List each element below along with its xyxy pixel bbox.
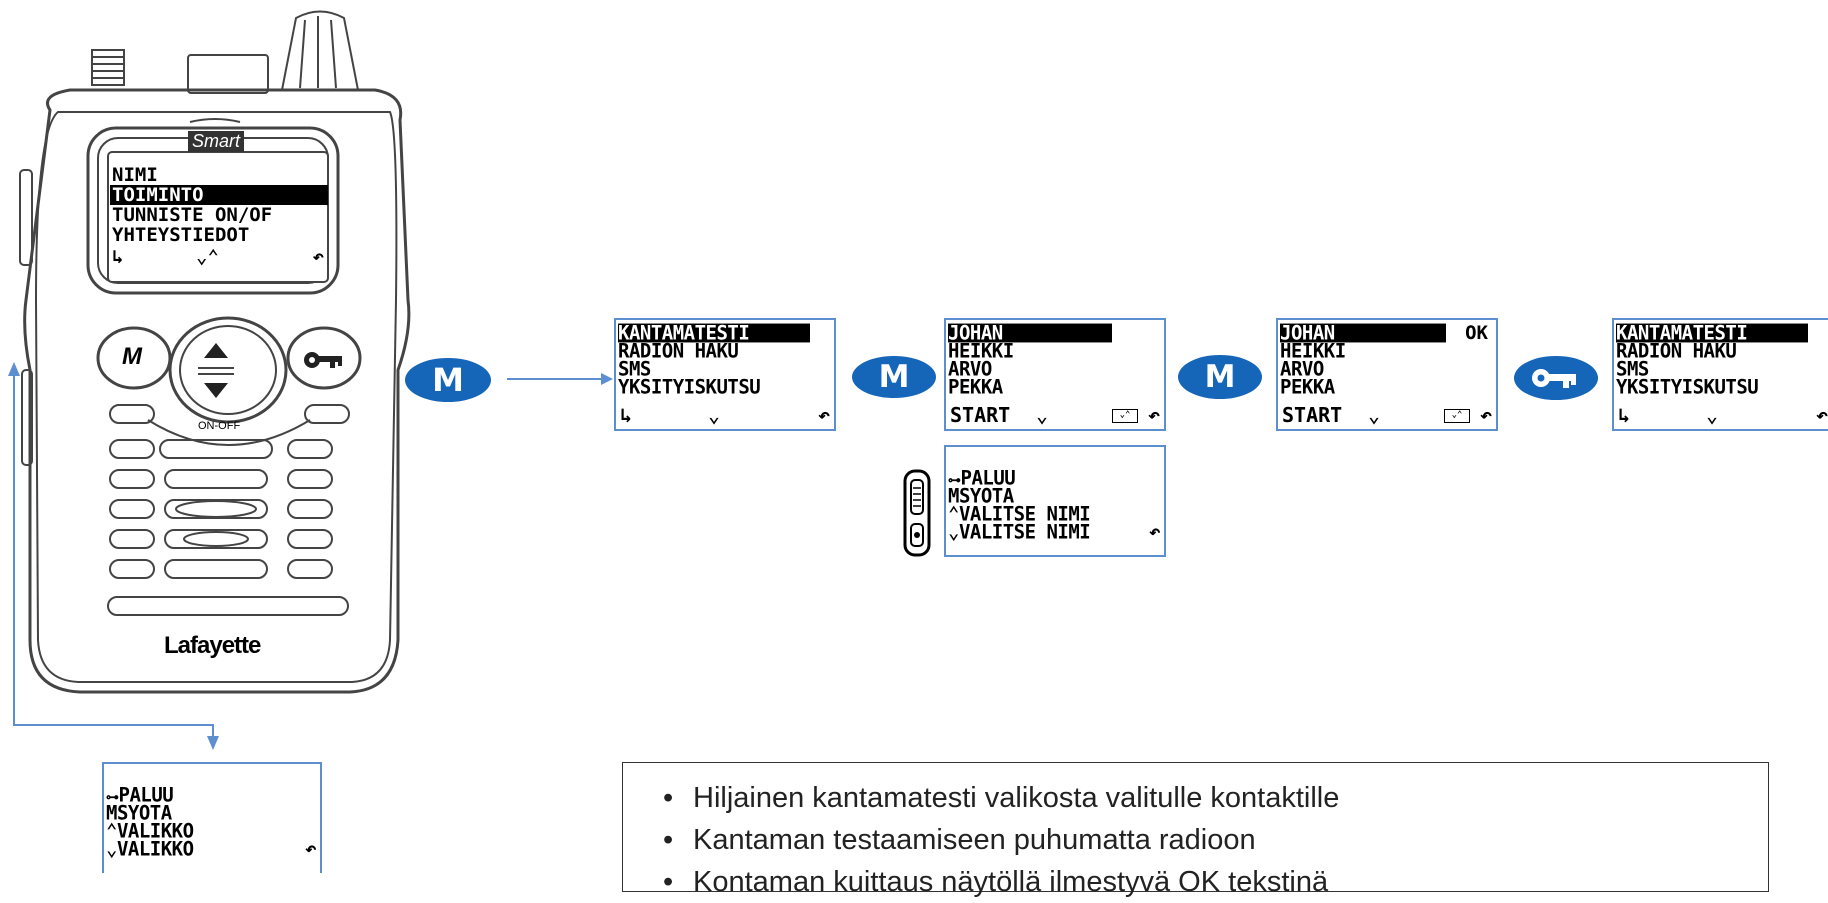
- back-arrow-icon: ↶: [1815, 403, 1828, 427]
- back-arrow-icon: ↶: [817, 403, 830, 427]
- contact-row: PEKKA: [948, 377, 1003, 397]
- contact-row: PEKKA: [1280, 377, 1335, 397]
- back-arrow-icon: ↶: [1149, 522, 1160, 542]
- contact-row: HEIKKI: [1280, 341, 1346, 361]
- key-icon: ⊶: [948, 472, 961, 488]
- radio-screen-row: TUNNISTE ON/OF: [112, 204, 273, 226]
- menu-row: RADION HAKU: [1616, 341, 1737, 361]
- key-icon: ⊶: [106, 789, 119, 805]
- up-chevron-icon: ⌃: [948, 504, 959, 524]
- screen-help-select: ⊶PALUU MSYÖTÄ ⌃VALITSE NIMI ⌄VALITSE NIM…: [944, 445, 1166, 557]
- radio-logo: Lafayette: [164, 632, 261, 659]
- screen-menu-return: KANTAMATESTI RADION HAKU SMS YKSITYISKUT…: [1612, 318, 1828, 431]
- key-button[interactable]: [1513, 355, 1599, 401]
- down-chevron-icon: ⌄: [1368, 403, 1381, 427]
- connector-arrow: [8, 362, 219, 750]
- down-chevron-icon: ⌄: [1706, 403, 1719, 427]
- enter-arrow-icon: ↳: [620, 403, 633, 427]
- help-row: SYÖTÄ: [958, 486, 1014, 506]
- start-label: START: [950, 403, 1011, 427]
- contact-row: ARVO: [1280, 359, 1324, 379]
- contact-row-selected: JOHAN: [948, 323, 1112, 343]
- down-chevron-icon: ⌄: [948, 522, 959, 542]
- menu-row: YKSITYISKUTSU: [1616, 377, 1759, 397]
- contact-row-selected: JOHAN: [1280, 323, 1446, 343]
- scroll-icon: ⌄⌃: [1112, 409, 1138, 423]
- menu-row: SMS: [618, 359, 651, 379]
- start-label: START: [1282, 403, 1343, 427]
- screen-menu: KANTAMATESTI RADION HAKU SMS YKSITYISKUT…: [614, 318, 836, 431]
- radio-m-key[interactable]: M: [122, 343, 142, 370]
- down-chevron-icon: ⌄: [1036, 403, 1049, 427]
- help-row: VALIKKO: [116, 839, 194, 859]
- menu-row-selected: KANTAMATESTI: [1616, 323, 1808, 343]
- help-row: PALUU: [960, 468, 1016, 488]
- m-button[interactable]: M: [1178, 355, 1262, 399]
- ok-label: OK: [1465, 322, 1488, 344]
- screen-contacts-ok: JOHAN OK HEIKKI ARVO PEKKA START ⌄ ⌄⌃ ↶: [1276, 318, 1498, 431]
- help-row: VALITSE NIMI: [958, 504, 1091, 524]
- side-rocker-icon: [903, 469, 931, 557]
- down-up-chevron-icon: ⌄⌃: [196, 246, 219, 268]
- back-arrow-icon: ↶: [312, 246, 324, 268]
- back-arrow-icon: ↶: [1479, 403, 1492, 427]
- enter-arrow-icon: ↳: [1618, 403, 1631, 427]
- down-chevron-icon: ⌄: [708, 403, 721, 427]
- screen-contacts: JOHAN HEIKKI ARVO PEKKA START ⌄ ⌄⌃ ↶: [944, 318, 1166, 431]
- up-chevron-icon: ⌃: [106, 821, 117, 841]
- help-row: VALIKKO: [116, 821, 194, 841]
- help-row: VALITSE NIMI: [958, 522, 1091, 542]
- back-arrow-icon: ↶: [1147, 403, 1160, 427]
- radio-screen-row: NIMI: [112, 164, 158, 186]
- m-symbol: M: [948, 486, 959, 506]
- radio-screen-row: YHTEYSTIEDOT: [112, 224, 250, 246]
- connector-arrow: [507, 373, 613, 385]
- screen-help-menu: ⊶PALUU MSYÖTÄ ⌃VALIKKO ⌄VALIKKO ↶: [102, 762, 322, 873]
- menu-row-selected: KANTAMATESTI: [618, 323, 810, 343]
- menu-row: RADION HAKU: [618, 341, 739, 361]
- m-symbol: M: [106, 803, 117, 823]
- scroll-icon: ⌄⌃: [1444, 409, 1470, 423]
- back-arrow-icon: ↶: [305, 839, 316, 859]
- radio-onoff-label: ON-OFF: [198, 420, 241, 432]
- m-button[interactable]: M: [405, 358, 491, 402]
- down-chevron-icon: ⌄: [106, 839, 117, 859]
- enter-arrow-icon: ↳: [112, 246, 124, 268]
- contact-row: ARVO: [948, 359, 992, 379]
- note-item: Kontaman kuittaus näytöllä ilmestyvä OK …: [663, 861, 1768, 903]
- m-button[interactable]: M: [852, 356, 936, 398]
- help-row: PALUU: [118, 785, 174, 805]
- note-item: Hiljainen kantamatesti valikosta valitul…: [663, 777, 1768, 819]
- menu-row: SMS: [1616, 359, 1649, 379]
- menu-row: YKSITYISKUTSU: [618, 377, 761, 397]
- note-item: Kantaman testaamiseen puhumatta radioon: [663, 819, 1768, 861]
- help-row: SYÖTÄ: [116, 803, 172, 823]
- radio-screen: NIMI TOIMINTO TUNNISTE ON/OF YHTEYSTIEDO…: [110, 165, 328, 280]
- radio-screen-row-selected: TOIMINTO: [110, 185, 328, 205]
- contact-row: HEIKKI: [948, 341, 1014, 361]
- radio-brand: Smart: [188, 131, 245, 152]
